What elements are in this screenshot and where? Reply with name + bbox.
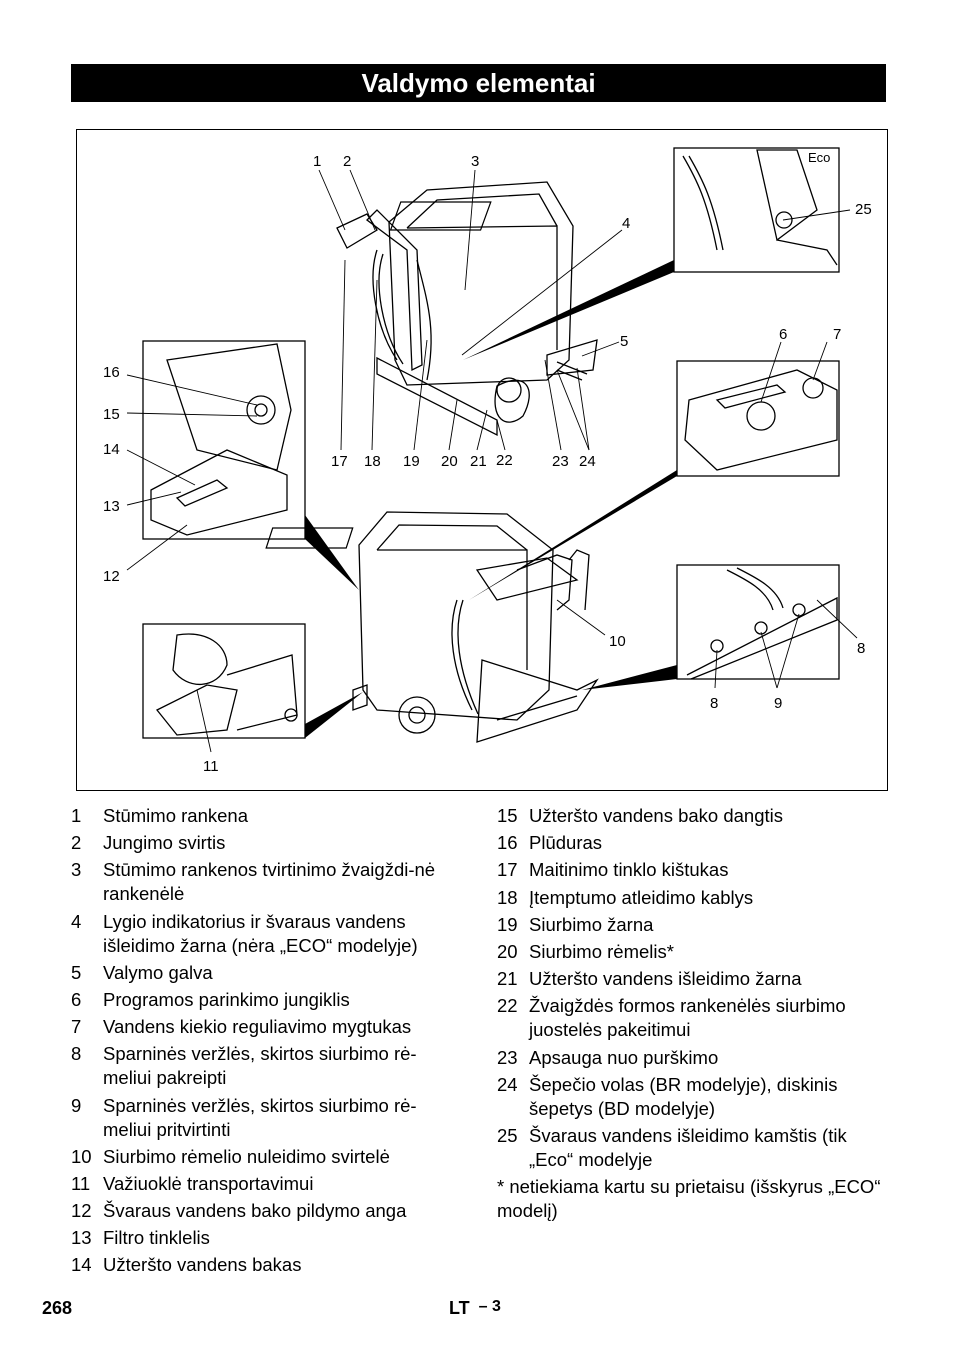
callout-18: 18 [364,453,381,470]
language-code: LT [449,1298,470,1318]
callout-8-right: 8 [857,640,865,657]
callout-19: 19 [403,453,420,470]
callout-20: 20 [441,453,458,470]
callout-8-bottom: 8 [710,695,718,712]
callout-25: 25 [855,201,872,218]
callout-6: 6 [779,326,787,343]
inset-squeegee [676,564,840,680]
controls-diagram: 1 2 3 4 5 6 7 8 8 9 10 11 12 13 14 15 16… [76,129,888,791]
callout-14: 14 [103,441,120,458]
callout-12: 12 [103,568,120,585]
callout-13: 13 [103,498,120,515]
callout-9: 9 [774,695,782,712]
callout-11: 11 [203,758,219,775]
callout-22: 22 [496,452,513,469]
section-page: – 3 [478,1298,501,1315]
callout-15: 15 [103,406,120,423]
callout-3: 3 [471,153,479,170]
callout-1: 1 [313,153,321,170]
language-page-label: LT – 3 [449,1298,501,1319]
callout-17: 17 [331,453,348,470]
inset-control-panel [676,360,840,477]
inset-eco-plug [673,147,840,273]
page-title: Valdymo elementai [71,64,886,102]
callout-5: 5 [620,333,628,350]
callout-23: 23 [552,453,569,470]
callout-24: 24 [579,453,596,470]
inset-chassis [142,623,306,739]
callout-7: 7 [833,326,841,343]
footnote: * netiekiama kartu su prietaisu (išskyru… [497,1176,881,1222]
page-number: 268 [42,1298,73,1318]
eco-label: Eco [808,150,830,165]
machine-illustration: 1 2 3 4 5 6 7 8 8 9 10 11 12 13 14 15 16… [103,147,872,775]
inset-dirty-tank [142,340,306,540]
callout-2: 2 [343,153,351,170]
callout-21: 21 [470,453,487,470]
callout-4: 4 [622,215,630,232]
callout-16: 16 [103,364,120,381]
callout-10: 10 [609,633,626,650]
